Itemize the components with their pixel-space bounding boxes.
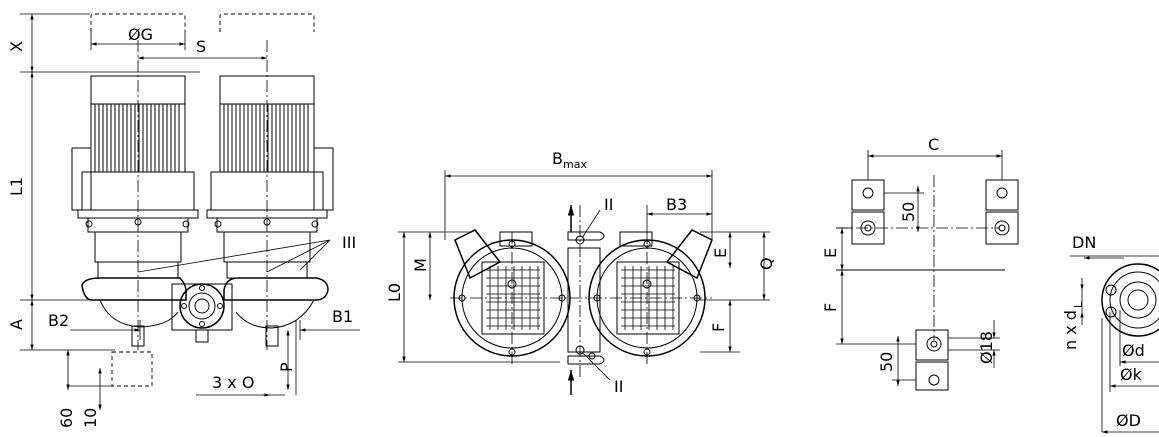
label-B2: B2: [48, 311, 69, 330]
label-B1: B1: [332, 307, 353, 326]
label-Ok: Øk: [1120, 365, 1143, 384]
grille-left: [486, 266, 540, 330]
label-max: max: [563, 158, 587, 171]
label-II-top: II: [604, 195, 613, 214]
label-B3: B3: [666, 195, 687, 214]
label-DN: DN: [1072, 233, 1096, 252]
label-OG: ØG: [128, 25, 153, 44]
label-hole-diameter: Ø18: [977, 331, 996, 364]
label-L0: L0: [385, 283, 404, 302]
label-F-foundation: F: [821, 303, 840, 312]
base-block-outline: [111, 351, 153, 387]
pump-casing: [81, 277, 329, 347]
label-II-bottom: II: [614, 377, 623, 396]
side-view: X ØG S L1 III A B2 B1 P 3 x O 60 10: [7, 13, 360, 428]
label-X: X: [7, 41, 26, 52]
foundation-plan: C 50 E F 50 Ø18: [821, 135, 1019, 391]
label-C: C: [928, 135, 939, 154]
label-M: M: [411, 258, 430, 272]
label-L1: L1: [7, 177, 26, 196]
top-view: B max II II B3 M L0 E Q F: [385, 149, 776, 396]
label-P: P: [277, 362, 296, 372]
label-50-top: 50: [899, 202, 918, 222]
motor-left: [71, 75, 199, 279]
motor-removal-outline-left: [90, 13, 186, 32]
label-10: 10: [81, 408, 100, 428]
label-n-x-d: n x d: [1061, 310, 1080, 350]
label-E-top: E: [711, 248, 730, 258]
label-3xO: 3 x O: [212, 373, 254, 392]
label-III: III: [342, 233, 356, 252]
motor-removal-outline-right: [219, 13, 315, 32]
label-A: A: [7, 319, 26, 330]
label-60: 60: [57, 408, 76, 428]
label-E-foundation: E: [821, 248, 840, 258]
label-Od: Ød: [1122, 341, 1145, 360]
label-S: S: [196, 37, 206, 56]
label-F-top: F: [709, 323, 728, 332]
label-OD: ØD: [1116, 411, 1141, 430]
label-50-bottom: 50: [877, 352, 896, 372]
flange-detail: DN n x d L Ød Øk ØD: [1061, 233, 1159, 434]
label-Q: Q: [757, 257, 776, 270]
label-n-x-d-subscript: L: [1072, 301, 1085, 308]
label-B: B: [552, 149, 563, 168]
